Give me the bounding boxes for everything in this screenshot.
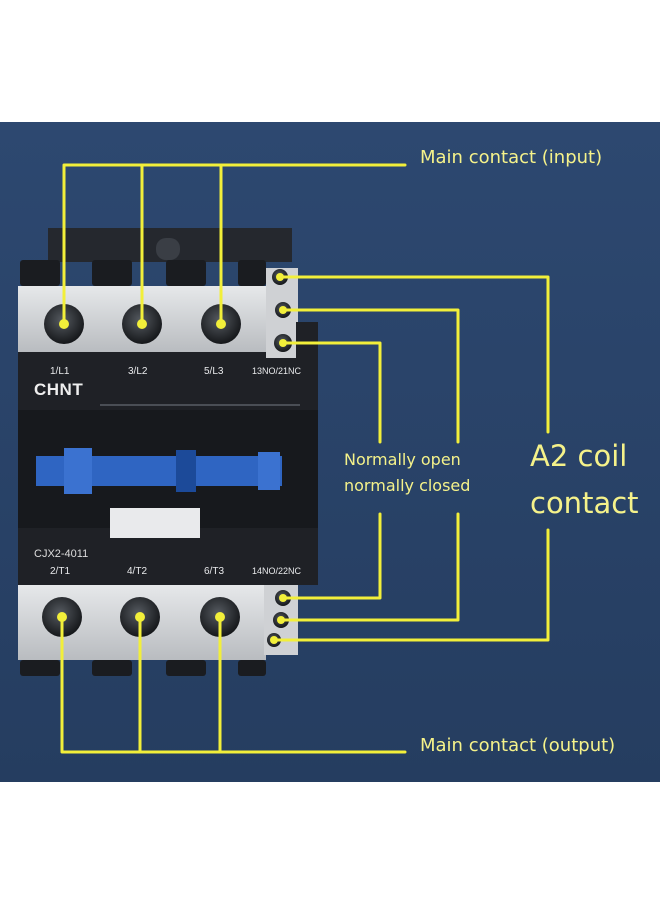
normally-open-label: Normally open [344,450,461,469]
callout-lines [60,163,550,754]
actuator [36,448,282,494]
terminal-label-l2: 3/L2 [128,366,148,377]
terminal-label-t1: 2/T1 [50,566,71,577]
label-plate [110,508,200,538]
terminal-label-t2: 4/T2 [127,566,148,577]
a2-coil-label: A2 coil [530,439,628,473]
brand-logo-text: CHNT [34,380,84,399]
terminal-label-aux-top: 13NO/21NC [252,366,302,376]
normally-closed-label: normally closed [344,476,471,495]
terminal-label-l3: 5/L3 [204,366,224,377]
bottom-feet [20,660,266,676]
terminal-label-l1: 1/L1 [50,366,70,377]
main-contact-output-label: Main contact (output) [420,735,616,756]
terminal-label-t3: 6/T3 [204,566,225,577]
model-number: CJX2-4011 [34,548,89,560]
terminal-label-aux-bottom: 14NO/22NC [252,566,302,576]
top-caps [20,260,266,286]
a2-coil-contact-label: contact [530,486,639,520]
bracket-slot [156,238,180,260]
main-contact-input-label: Main contact (input) [420,147,603,168]
callout-dots [57,273,287,644]
